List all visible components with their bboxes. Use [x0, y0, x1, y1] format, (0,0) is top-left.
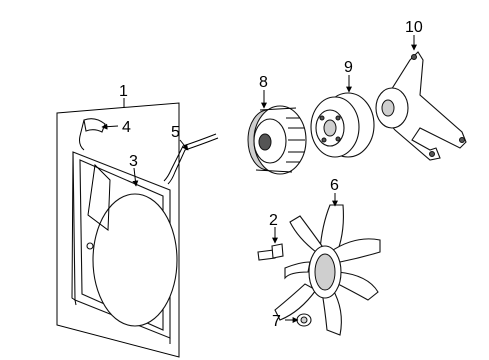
callout-7: 7 — [272, 313, 281, 330]
fan-bracket — [375, 51, 467, 161]
bolt — [257, 243, 284, 261]
callout-6: 6 — [330, 177, 339, 194]
callout-10: 10 — [405, 19, 423, 36]
leader-lines — [101, 35, 417, 323]
callout-4: 4 — [122, 119, 131, 136]
callout-5: 5 — [171, 124, 180, 141]
callout-9: 9 — [344, 59, 353, 76]
pulley — [310, 92, 375, 158]
fan-shroud — [71, 151, 178, 344]
callout-8: 8 — [259, 74, 268, 91]
hose-clip — [79, 118, 106, 151]
callouts: 1 2 3 4 5 6 7 8 9 10 — [119, 19, 423, 330]
fan-clutch — [247, 105, 307, 175]
callout-2: 2 — [269, 212, 278, 229]
callout-1: 1 — [119, 83, 128, 100]
assembly-box — [56, 102, 180, 358]
nut — [296, 313, 312, 327]
cooling-fan — [274, 204, 381, 336]
callout-3: 3 — [129, 153, 138, 170]
overflow-hose — [163, 133, 219, 185]
